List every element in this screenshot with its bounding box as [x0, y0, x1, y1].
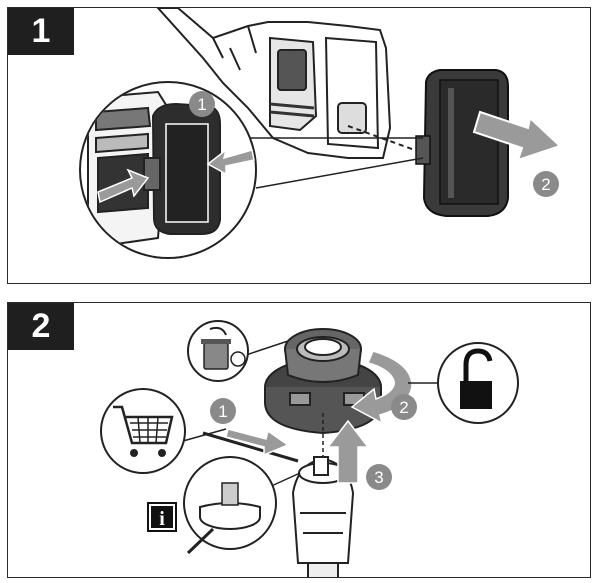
callout-badge-2: 2 [533, 171, 559, 197]
alignment-dash [347, 125, 424, 154]
callout-1-label: 1 [218, 402, 227, 421]
unlock-padlock-icon [408, 342, 519, 424]
trash-bin-icon [187, 320, 289, 382]
trimmer-spool [264, 328, 382, 435]
trimmer-shaft [291, 456, 355, 577]
callout-badge-1: 1 [189, 91, 215, 117]
shaft-detail-circle [183, 456, 301, 555]
callout-line-bottom [255, 157, 424, 189]
press-arrow-right [206, 148, 255, 176]
callout-badge-3: 3 [366, 464, 392, 490]
info-icon-letter: i [159, 508, 165, 530]
pull-arrow-icon [472, 110, 562, 162]
trimmer-line [202, 431, 299, 463]
magnified-detail-circle [79, 81, 257, 259]
press-arrow-left [97, 168, 150, 204]
up-arrow-icon [326, 419, 370, 484]
callout-1-label: 1 [197, 95, 206, 114]
battery-pack-icon [415, 69, 509, 217]
step-2-panel: 2 [7, 302, 591, 578]
step-1-number: 1 [8, 8, 74, 55]
step-2-illustration: i 1 2 3 [100, 320, 519, 577]
callout-3-label: 3 [374, 468, 383, 487]
pull-line-arrow [225, 428, 290, 457]
shopping-cart-icon [100, 388, 227, 474]
step-1-panel: 1 [7, 7, 591, 284]
step-1-illustration: 1 2 [79, 8, 562, 259]
callout-2-label: 2 [399, 398, 408, 417]
callout-badge-2: 2 [391, 394, 417, 420]
info-icon: i [147, 502, 177, 532]
callout-2-label: 2 [541, 175, 550, 194]
trimmer-body [156, 8, 392, 159]
callout-badge-1: 1 [210, 398, 236, 424]
step-2-number: 2 [8, 303, 74, 350]
